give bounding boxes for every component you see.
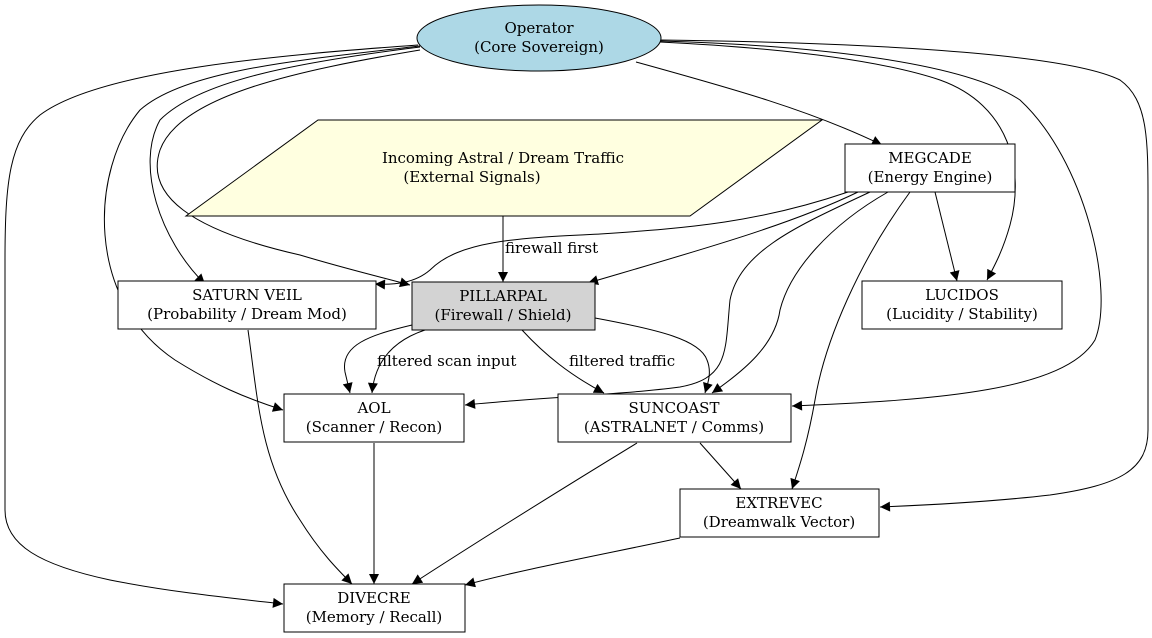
edge-megcade-extrevec: [790, 191, 911, 490]
node-lucidos[interactable]: LUCIDOS (Lucidity / Stability): [861, 280, 1063, 330]
node-divecre[interactable]: DIVECRE (Memory / Recall): [283, 583, 466, 633]
node-suncoast[interactable]: SUNCOAST (ASTRALNET / Comms): [557, 393, 792, 443]
edge-operator-aol: [103, 45, 421, 412]
divecre-box: [283, 583, 466, 633]
node-suncoast-subtitle: (ASTRALNET / Comms): [584, 418, 764, 436]
traffic-parallelogram: [184, 119, 824, 217]
node-operator-subtitle: (Core Sovereign): [474, 38, 604, 56]
node-aol-subtitle: (Scanner / Recon): [306, 418, 443, 436]
node-divecre-title: DIVECRE: [337, 589, 410, 607]
edge-labels: firewall first filtered scan input filte…: [377, 239, 675, 370]
node-extrevec-subtitle: (Dreamwalk Vector): [703, 513, 855, 531]
edge-megcade-lucidos: [934, 191, 960, 282]
megcade-box: [844, 143, 1016, 193]
node-operator-title: Operator: [504, 19, 574, 37]
node-saturn-title: SATURN VEIL: [192, 286, 302, 304]
pillarpal-box: [411, 281, 596, 331]
node-divecre-subtitle: (Memory / Recall): [306, 608, 443, 626]
operator-ellipse: [416, 4, 662, 72]
node-pillarpal-title: PILLARPAL: [459, 287, 547, 305]
edge-operator-suncoast: [659, 40, 1102, 411]
edge-pillarpal-suncoast-2: [594, 317, 713, 394]
edge-saturn-divecre: [247, 329, 353, 585]
suncoast-box: [557, 393, 792, 443]
node-megcade[interactable]: MEGCADE (Energy Engine): [844, 143, 1016, 193]
node-incoming-traffic[interactable]: Incoming Astral / Dream Traffic (Externa…: [184, 119, 824, 217]
node-megcade-subtitle: (Energy Engine): [868, 168, 993, 186]
edge-pillarpal-aol-1: [342, 324, 413, 394]
edge-label-filtered-traffic: filtered traffic: [569, 352, 675, 370]
edge-suncoast-extrevec: [699, 442, 742, 490]
edge-operator-divecre: [4, 44, 419, 608]
edge-operator-extrevec: [659, 39, 1149, 512]
edges: [4, 39, 1149, 608]
extrevec-box: [679, 488, 880, 538]
edge-megcade-saturn: [374, 191, 849, 290]
edge-operator-lucidos: [659, 41, 1016, 281]
lucidos-box: [861, 280, 1063, 330]
edge-suncoast-divecre: [411, 442, 638, 585]
node-aol[interactable]: AOL (Scanner / Recon): [283, 393, 465, 443]
edge-operator-pillarpal: [156, 49, 421, 288]
node-aol-title: AOL: [356, 399, 390, 417]
saturn-box: [117, 280, 377, 330]
node-traffic-title: Incoming Astral / Dream Traffic: [382, 149, 624, 167]
node-extrevec-title: EXTREVEC: [735, 494, 822, 512]
node-pillarpal-subtitle: (Firewall / Shield): [435, 306, 572, 324]
edge-megcade-suncoast: [711, 191, 889, 394]
node-megcade-title: MEGCADE: [888, 149, 972, 167]
node-saturn-subtitle: (Probability / Dream Mod): [147, 305, 347, 323]
node-suncoast-title: SUNCOAST: [629, 399, 720, 417]
edge-operator-megcade: [635, 61, 883, 146]
edge-label-firewall-first: firewall first: [505, 239, 598, 257]
edge-operator-saturn: [149, 46, 421, 285]
node-lucidos-title: LUCIDOS: [925, 286, 999, 304]
edge-pillarpal-aol-2: [367, 329, 426, 394]
edge-megcade-pillarpal: [587, 191, 859, 285]
aol-box: [283, 393, 465, 443]
node-extrevec[interactable]: EXTREVEC (Dreamwalk Vector): [679, 488, 880, 538]
node-operator[interactable]: Operator (Core Sovereign): [416, 4, 662, 72]
node-traffic-subtitle: (External Signals): [403, 168, 540, 186]
edge-extrevec-divecre: [464, 537, 681, 588]
node-saturn-veil[interactable]: SATURN VEIL (Probability / Dream Mod): [117, 280, 377, 330]
node-lucidos-subtitle: (Lucidity / Stability): [886, 305, 1038, 323]
edge-pillarpal-suncoast-1: [521, 329, 605, 394]
edge-label-filtered-scan-input: filtered scan input: [377, 352, 516, 370]
node-pillarpal[interactable]: PILLARPAL (Firewall / Shield): [411, 281, 596, 331]
